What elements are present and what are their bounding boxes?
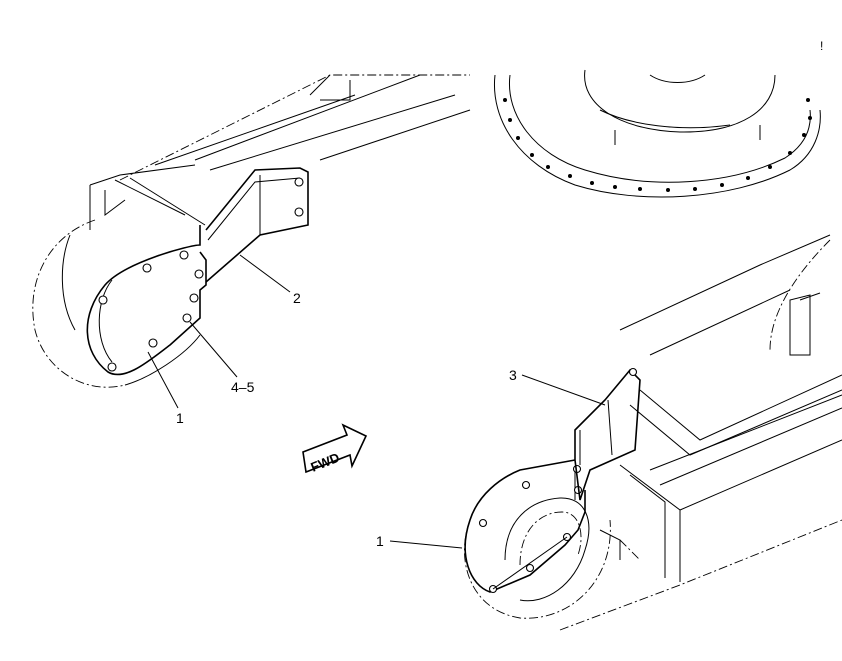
bolt-icon xyxy=(521,480,531,490)
callout-left-cover: 1 xyxy=(176,410,184,426)
bolt-icon xyxy=(148,338,158,348)
left-bracket xyxy=(205,167,309,283)
left-track-frame xyxy=(32,74,471,388)
swing-bearing xyxy=(493,69,821,198)
bolt-icon xyxy=(294,207,304,217)
fwd-label: FWD xyxy=(309,450,342,475)
right-bracket xyxy=(574,367,641,501)
bolt-icon xyxy=(525,563,535,573)
bolt-icon xyxy=(142,263,152,273)
right-idler-housing xyxy=(464,497,611,619)
bolt-icon xyxy=(294,177,304,187)
left-leaders xyxy=(147,254,291,409)
callout-right-bracket: 3 xyxy=(509,367,517,383)
right-side-cover xyxy=(464,459,586,594)
right-leaders xyxy=(389,374,606,549)
bolt-icon xyxy=(98,295,108,305)
callout-right-cover: 1 xyxy=(376,533,384,549)
bolt-icon xyxy=(194,269,204,279)
fwd-direction-arrow: FWD xyxy=(302,423,368,475)
bolt-icon xyxy=(478,518,488,528)
bolt-icon xyxy=(628,367,638,377)
corner-mark: ! xyxy=(820,39,823,53)
forward-arrow-icon xyxy=(302,423,368,474)
bolt-icon xyxy=(179,250,189,260)
callout-left-bolts: 4–5 xyxy=(231,379,255,395)
bolt-icon xyxy=(182,313,192,323)
bolt-icon xyxy=(189,293,199,303)
left-side-cover xyxy=(86,225,207,376)
right-track-frame xyxy=(559,234,842,631)
callout-left-bracket: 2 xyxy=(293,290,301,306)
bolt-icon xyxy=(107,362,117,372)
